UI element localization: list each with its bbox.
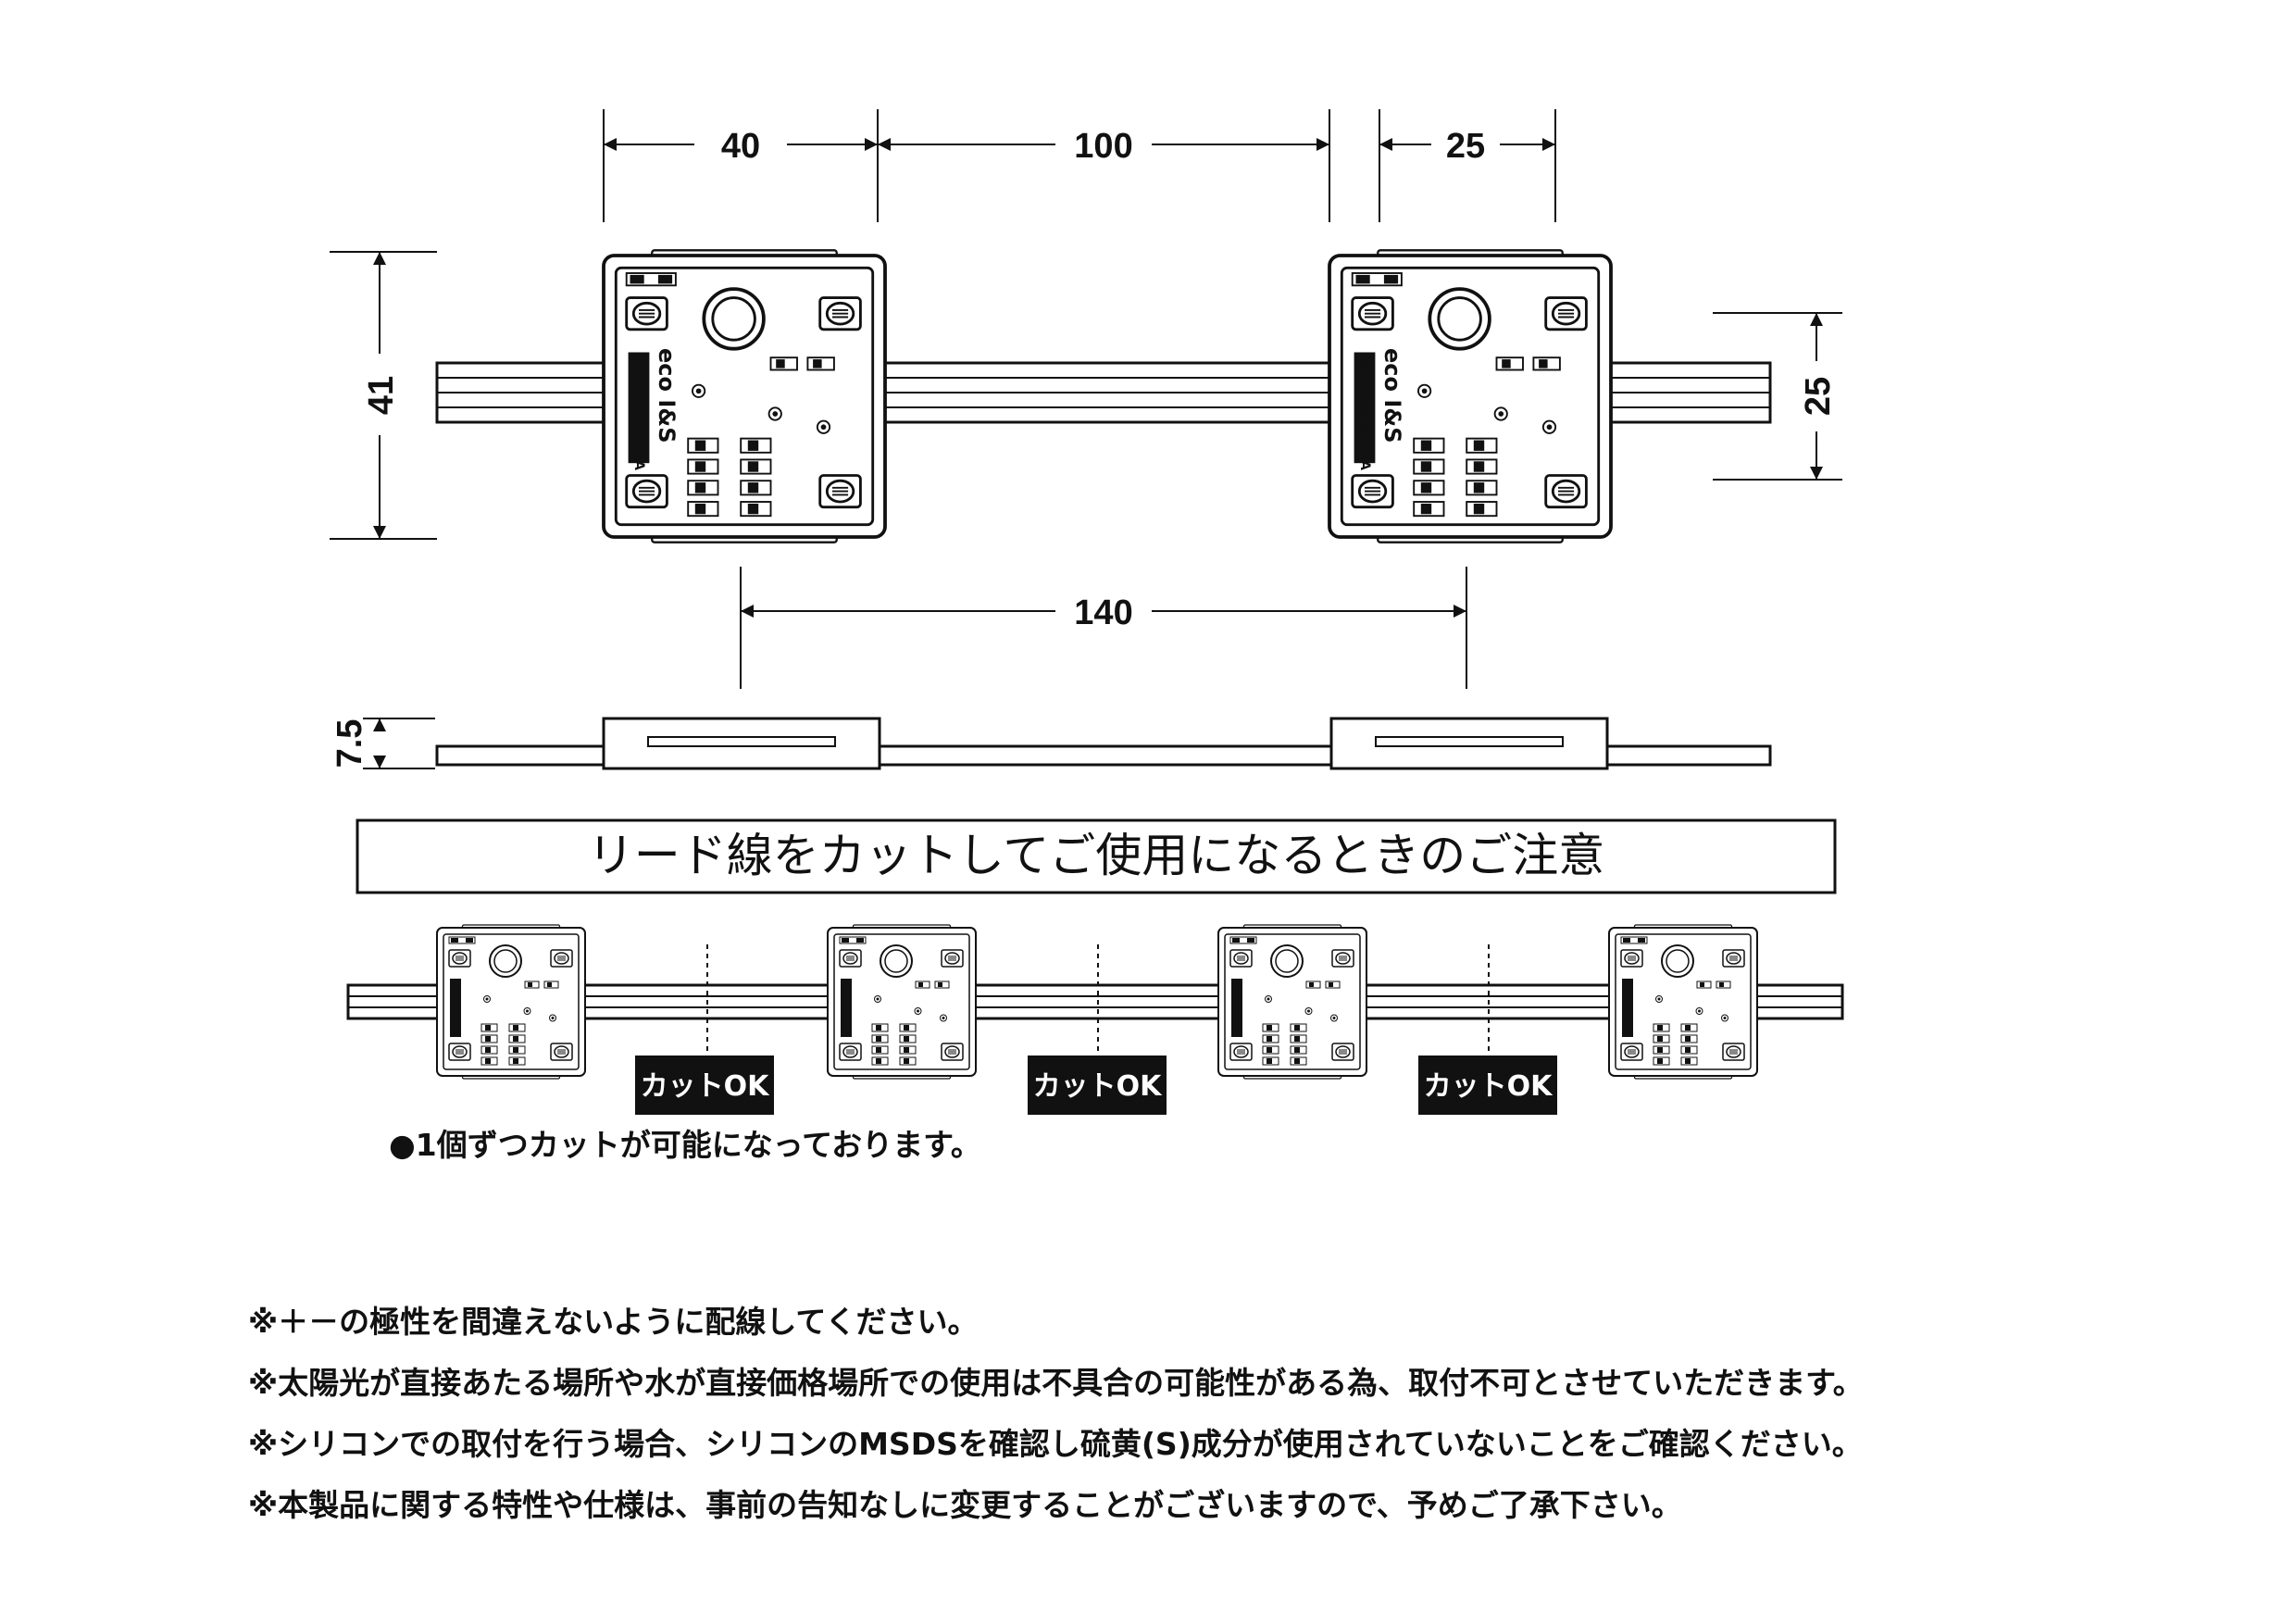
module-brand-label: eco I&S — [1379, 348, 1405, 443]
module-made-in-label: MADE IN KOREA — [631, 354, 646, 470]
cut-ok-text: カットOK — [641, 1070, 771, 1103]
cut-example: カットOK カットOK カットOK ●1個ずつカットが可能になっております。 — [346, 924, 1844, 1163]
led-module-left: eco I&S MADE IN KOREA — [602, 248, 887, 544]
dim-center-pitch: 140 — [1074, 593, 1132, 632]
dim-module-width: 40 — [721, 127, 760, 166]
top-view: eco I&S MADE IN KOREA eco I&S MADE IN KO… — [330, 109, 1842, 689]
cut-ok-label-1: カットOK — [635, 1056, 774, 1115]
cut-ok-text: カットOK — [1424, 1070, 1554, 1103]
cut-ok-label-3: カットOK — [1418, 1056, 1557, 1115]
module-brand-label: eco I&S — [654, 348, 680, 443]
cut-ok-label-2: カットOK — [1028, 1056, 1167, 1115]
caution-banner: リード線をカットしてご使用になるときのご注意 — [356, 818, 1837, 894]
cut-note: ●1個ずつカットが可能になっております。 — [389, 1127, 981, 1163]
note-sunlight-water: ※太陽光が直接あたる場所や水が直接価格場所での使用は不具合の可能性がある為、取付… — [248, 1365, 1864, 1401]
dim-thickness: 7.5 — [331, 719, 369, 768]
small-module-4 — [1608, 924, 1758, 1080]
module-made-in-label: MADE IN KOREA — [1357, 354, 1372, 470]
dim-pitch-gap: 100 — [1074, 127, 1132, 166]
dim-module-height: 41 — [362, 376, 401, 415]
dim-wire-height: 25 — [1799, 377, 1838, 416]
cut-ok-text: カットOK — [1033, 1070, 1164, 1103]
note-silicone: ※シリコンでの取付を行う場合、シリコンのMSDSを確認し硫黄(S)成分が使用され… — [248, 1426, 1863, 1462]
led-module-right: eco I&S MADE IN KOREA — [1328, 248, 1613, 544]
dim-right-margin: 25 — [1446, 127, 1485, 166]
small-module-3 — [1217, 924, 1367, 1080]
small-module-1 — [436, 924, 586, 1080]
note-spec-change: ※本製品に関する特性や仕様は、事前の告知なしに変更することがございますので、予め… — [248, 1487, 1682, 1523]
banner-text: リード線をカットしてご使用になるときのご注意 — [588, 829, 1605, 882]
notes-list: ※＋－の極性を間違えないように配線してください。 ※太陽光が直接あたる場所や水が… — [248, 1292, 2239, 1536]
small-module-2 — [827, 924, 977, 1080]
side-view: 7.5 — [331, 717, 1772, 770]
note-polarity: ※＋－の極性を間違えないように配線してください。 — [248, 1304, 979, 1340]
